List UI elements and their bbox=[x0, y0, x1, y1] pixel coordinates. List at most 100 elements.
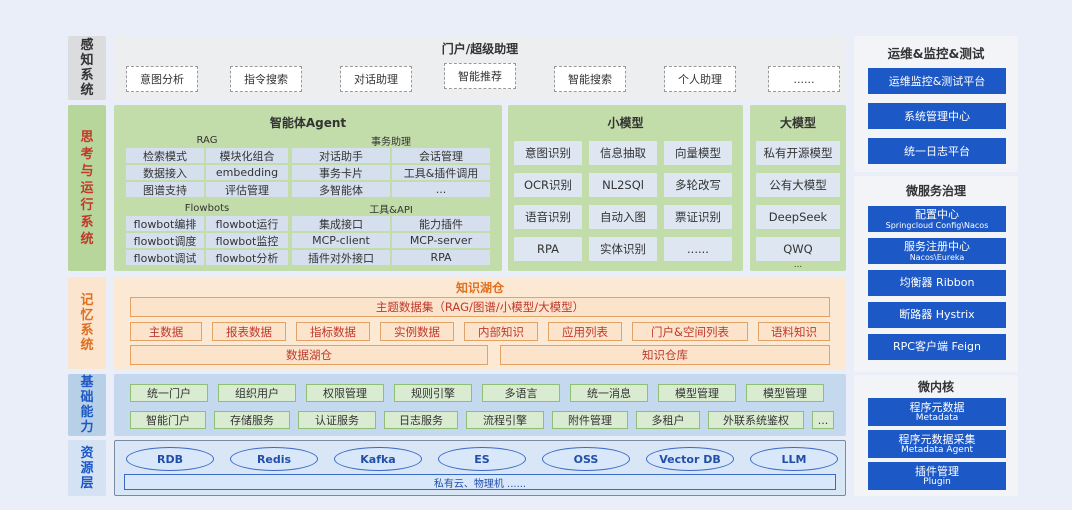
large-model-title: 大模型 bbox=[779, 115, 816, 130]
data-lake: 数据湖仓 bbox=[130, 345, 488, 365]
micro-gov-item-main: 服务注册中心 bbox=[904, 239, 970, 253]
portal-item: ...... bbox=[768, 66, 840, 92]
small-model-title: 小模型 bbox=[607, 115, 644, 130]
foundation-item: 组织用户 bbox=[218, 384, 296, 402]
knowledge-item: 实例数据 bbox=[380, 322, 454, 341]
resource-db: Redis bbox=[230, 447, 318, 471]
foundation-item: 模型管理 bbox=[658, 384, 736, 402]
small-model-item: 意图识别 bbox=[514, 141, 582, 165]
resource-db: ES bbox=[438, 447, 526, 471]
portal-title: 门户/超级助理 bbox=[441, 41, 519, 56]
agent-tools-item: 插件对外接口 bbox=[292, 250, 390, 265]
layer-label-perception: 感知系统 bbox=[68, 36, 106, 100]
knowledge-item: 语料知识 bbox=[758, 322, 830, 341]
micro-kernel-item-sub: Plugin bbox=[923, 477, 951, 487]
micro-kernel-item-main: 程序元数据 bbox=[909, 401, 965, 414]
small-model-item: OCR识别 bbox=[514, 173, 582, 197]
micro-kernel-item-main: 插件管理 bbox=[915, 465, 959, 478]
agent-affairs-item: 事务卡片 bbox=[292, 165, 390, 180]
micro-gov-item-main: RPC客户端 Feign bbox=[893, 340, 981, 353]
micro-gov-item-main: 断路器 Hystrix bbox=[899, 308, 975, 321]
agent-affairs-item: 多智能体 bbox=[292, 182, 390, 197]
small-model-item: 自动入图 bbox=[589, 205, 657, 229]
foundation-item: 多租户 bbox=[636, 411, 700, 429]
large-model-item: DeepSeek bbox=[756, 205, 840, 229]
large-model-item: QWQ bbox=[756, 237, 840, 261]
knowledge-item: 指标数据 bbox=[296, 322, 370, 341]
knowledge-item: 门户&空间列表 bbox=[632, 322, 748, 341]
foundation-item: 智能门户 bbox=[130, 411, 206, 429]
layer-label-resource: 资源层 bbox=[68, 440, 106, 496]
foundation-item: ... bbox=[812, 411, 834, 429]
foundation-item: 存储服务 bbox=[214, 411, 290, 429]
knowledge-warehouse: 知识仓库 bbox=[500, 345, 830, 365]
layer-label-thinking-text: 思考与运行系统 bbox=[80, 129, 94, 247]
agent-rag-item: 数据接入 bbox=[126, 165, 204, 180]
micro-kernel-title: 微内核 bbox=[917, 379, 954, 394]
agent-flowbots-item: flowbot调度 bbox=[126, 233, 204, 248]
agent-flowbots-item: flowbot编排 bbox=[126, 216, 204, 231]
resource-db: Kafka bbox=[334, 447, 422, 471]
micro-gov-item: 断路器 Hystrix bbox=[868, 302, 1006, 328]
agent-rag-item: embedding bbox=[206, 165, 288, 180]
large-model-item: 私有开源模型 bbox=[756, 141, 840, 165]
agent-rag-item: 评估管理 bbox=[206, 182, 288, 197]
foundation-item: 权限管理 bbox=[306, 384, 384, 402]
agent-flowbots-item: flowbot运行 bbox=[206, 216, 288, 231]
large-model-more: ... bbox=[793, 260, 803, 270]
knowledge-item: 报表数据 bbox=[212, 322, 286, 341]
agent-affairs-item: 会话管理 bbox=[392, 148, 490, 163]
agent-tools-item: MCP-server bbox=[392, 233, 490, 248]
ops-title: 运维&监控&测试 bbox=[887, 45, 985, 61]
portal-item: 智能搜索 bbox=[554, 66, 626, 92]
ops-item: 系统管理中心 bbox=[868, 103, 1006, 129]
agent-tools-item: 集成接口 bbox=[292, 216, 390, 231]
micro-gov-item: RPC客户端 Feign bbox=[868, 334, 1006, 360]
portal-item: 智能推荐 bbox=[444, 63, 516, 89]
foundation-item: 附件管理 bbox=[552, 411, 628, 429]
portal-item: 对话助理 bbox=[340, 66, 412, 92]
foundation-item: 外联系统鉴权 bbox=[708, 411, 804, 429]
small-model-item: 实体识别 bbox=[589, 237, 657, 261]
agent-title: 智能体Agent bbox=[269, 115, 347, 130]
portal-item: 指令搜索 bbox=[230, 66, 302, 92]
portal-item: 个人助理 bbox=[664, 66, 736, 92]
ops-item: 统一日志平台 bbox=[868, 138, 1006, 164]
micro-kernel-item-sub: Metadata Agent bbox=[900, 445, 974, 455]
small-model-item: 多轮改写 bbox=[664, 173, 732, 197]
layer-label-foundation: 基础能力 bbox=[68, 374, 106, 436]
layer-label-thinking: 思考与运行系统 bbox=[68, 105, 106, 271]
micro-gov-item-main: 配置中心 bbox=[915, 207, 959, 221]
layer-label-resource-text: 资源层 bbox=[80, 445, 94, 491]
small-model-item: 信息抽取 bbox=[589, 141, 657, 165]
micro-kernel-item-main: 程序元数据采集 bbox=[898, 433, 976, 446]
tools-title: 工具&API bbox=[369, 204, 413, 216]
foundation-item: 日志服务 bbox=[384, 411, 458, 429]
agent-affairs-item: 工具&插件调用 bbox=[392, 165, 490, 180]
agent-affairs-item: ... bbox=[392, 182, 490, 197]
affairs-title: 事务助理 bbox=[371, 136, 411, 148]
agent-flowbots-item: flowbot分析 bbox=[206, 250, 288, 265]
cloud-bar: 私有云、物理机 ...... bbox=[124, 474, 836, 490]
portal-item: 意图分析 bbox=[126, 66, 198, 92]
layer-label-perception-text: 感知系统 bbox=[80, 38, 94, 98]
small-model-item: 票证识别 bbox=[664, 205, 732, 229]
rag-title: RAG bbox=[196, 134, 218, 146]
knowledge-title: 知识湖仓 bbox=[455, 280, 504, 295]
layer-label-foundation-text: 基础能力 bbox=[80, 375, 94, 435]
foundation-item: 认证服务 bbox=[298, 411, 376, 429]
layer-label-memory: 记忆系统 bbox=[68, 277, 106, 369]
foundation-item: 流程引擎 bbox=[466, 411, 544, 429]
small-model-item: 向量模型 bbox=[664, 141, 732, 165]
micro-gov-title: 微服务治理 bbox=[905, 183, 966, 198]
micro-gov-item-sub: Nacos\Eureka bbox=[909, 252, 965, 262]
agent-affairs-item: 对话助手 bbox=[292, 148, 390, 163]
agent-rag-item: 检索模式 bbox=[126, 148, 204, 163]
resource-db: Vector DB bbox=[646, 447, 734, 471]
micro-kernel-item-sub: Metadata bbox=[915, 413, 959, 423]
knowledge-topic: 主题数据集（RAG/图谱/小模型/大模型） bbox=[130, 297, 830, 317]
small-model-item: RPA bbox=[514, 237, 582, 261]
